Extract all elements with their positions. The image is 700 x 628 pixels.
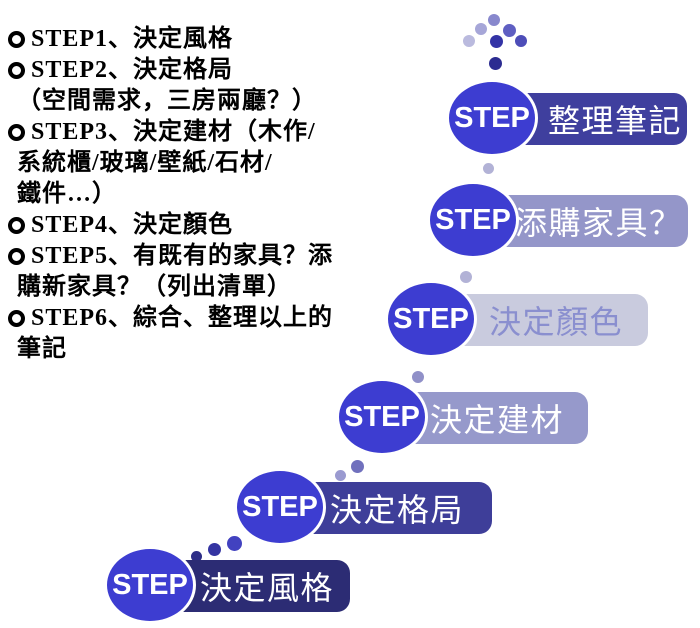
- trail-dot: [460, 271, 472, 283]
- step-bar: 添購家具？: [485, 195, 688, 247]
- trail-dot: [490, 35, 503, 48]
- step-bar: 整理筆記: [504, 93, 687, 145]
- note-line-text: STEP4、決定顏色: [31, 212, 234, 238]
- trail-dot: [463, 35, 475, 47]
- trail-dot: [412, 371, 424, 383]
- note-line-text: STEP3、決定建材（木作/: [31, 119, 316, 145]
- step-label: 決定建材: [430, 402, 565, 438]
- note-item: STEP4、決定顏色: [8, 210, 380, 241]
- note-line-text: 系統櫃/玻璃/壁紙/石材/: [17, 150, 273, 176]
- step-bar: 決定顏色: [443, 294, 648, 346]
- step-circle-label: STEP: [393, 302, 469, 335]
- step-label: 決定格局: [330, 492, 465, 528]
- gear-bullet-icon: [8, 248, 25, 265]
- note-line-text: 購新家具？（列出清單）: [17, 274, 292, 300]
- gear-bullet-icon: [8, 31, 25, 48]
- trail-dot: [335, 470, 346, 481]
- gear-bullet-icon: [8, 62, 25, 79]
- note-line-text: STEP2、決定格局: [31, 57, 234, 83]
- trail-dot: [515, 35, 527, 47]
- step-label: 添購家具？: [515, 205, 683, 241]
- trail-dot: [475, 23, 487, 35]
- trail-dot: [351, 460, 364, 473]
- step-circle: STEP: [104, 546, 196, 624]
- gear-bullet-icon: [8, 124, 25, 141]
- note-item: STEP1、決定風格: [8, 24, 380, 55]
- notes-list: STEP1、決定風格 STEP2、決定格局 （空間需求，三房兩廳？） STEP3…: [8, 24, 380, 365]
- step-label: 整理筆記: [548, 103, 683, 139]
- note-item: STEP2、決定格局 （空間需求，三房兩廳？）: [8, 55, 380, 117]
- gear-bullet-icon: [8, 217, 25, 234]
- gear-bullet-icon: [8, 310, 25, 327]
- step-circle: STEP: [427, 181, 519, 259]
- note-line-text: STEP5、有既有的家具？添: [31, 243, 334, 269]
- trail-dot: [208, 543, 221, 556]
- trail-dot: [191, 551, 202, 562]
- trail-dot: [483, 163, 494, 174]
- note-item: STEP3、決定建材（木作/ 系統櫃/玻璃/壁紙/石材/ 鐵件…）: [8, 117, 380, 210]
- note-line-text: （空間需求，三房兩廳？）: [17, 88, 317, 114]
- note-line-text: 鐵件…）: [17, 181, 117, 207]
- trail-dot: [227, 536, 242, 551]
- step-label: 決定顏色: [489, 304, 624, 340]
- step-circle-label: STEP: [344, 400, 420, 433]
- step-circle: STEP: [234, 468, 326, 546]
- trail-dot: [488, 14, 500, 26]
- step-circle: STEP: [385, 280, 477, 358]
- step-label: 決定風格: [200, 570, 335, 606]
- note-line-text: 筆記: [17, 336, 67, 362]
- step-circle: STEP: [446, 79, 538, 157]
- trail-dot: [489, 57, 502, 70]
- step-circle-label: STEP: [242, 490, 318, 523]
- note-line-text: STEP6、綜合、整理以上的: [31, 305, 334, 331]
- step-circle-label: STEP: [112, 568, 188, 601]
- step-circle-label: STEP: [435, 203, 511, 236]
- note-line-text: STEP1、決定風格: [31, 26, 234, 52]
- note-item: STEP6、綜合、整理以上的 筆記: [8, 303, 380, 365]
- step-circle-label: STEP: [454, 101, 530, 134]
- step-circle: STEP: [336, 378, 428, 456]
- trail-dot: [503, 24, 516, 37]
- note-item: STEP5、有既有的家具？添 購新家具？（列出清單）: [8, 241, 380, 303]
